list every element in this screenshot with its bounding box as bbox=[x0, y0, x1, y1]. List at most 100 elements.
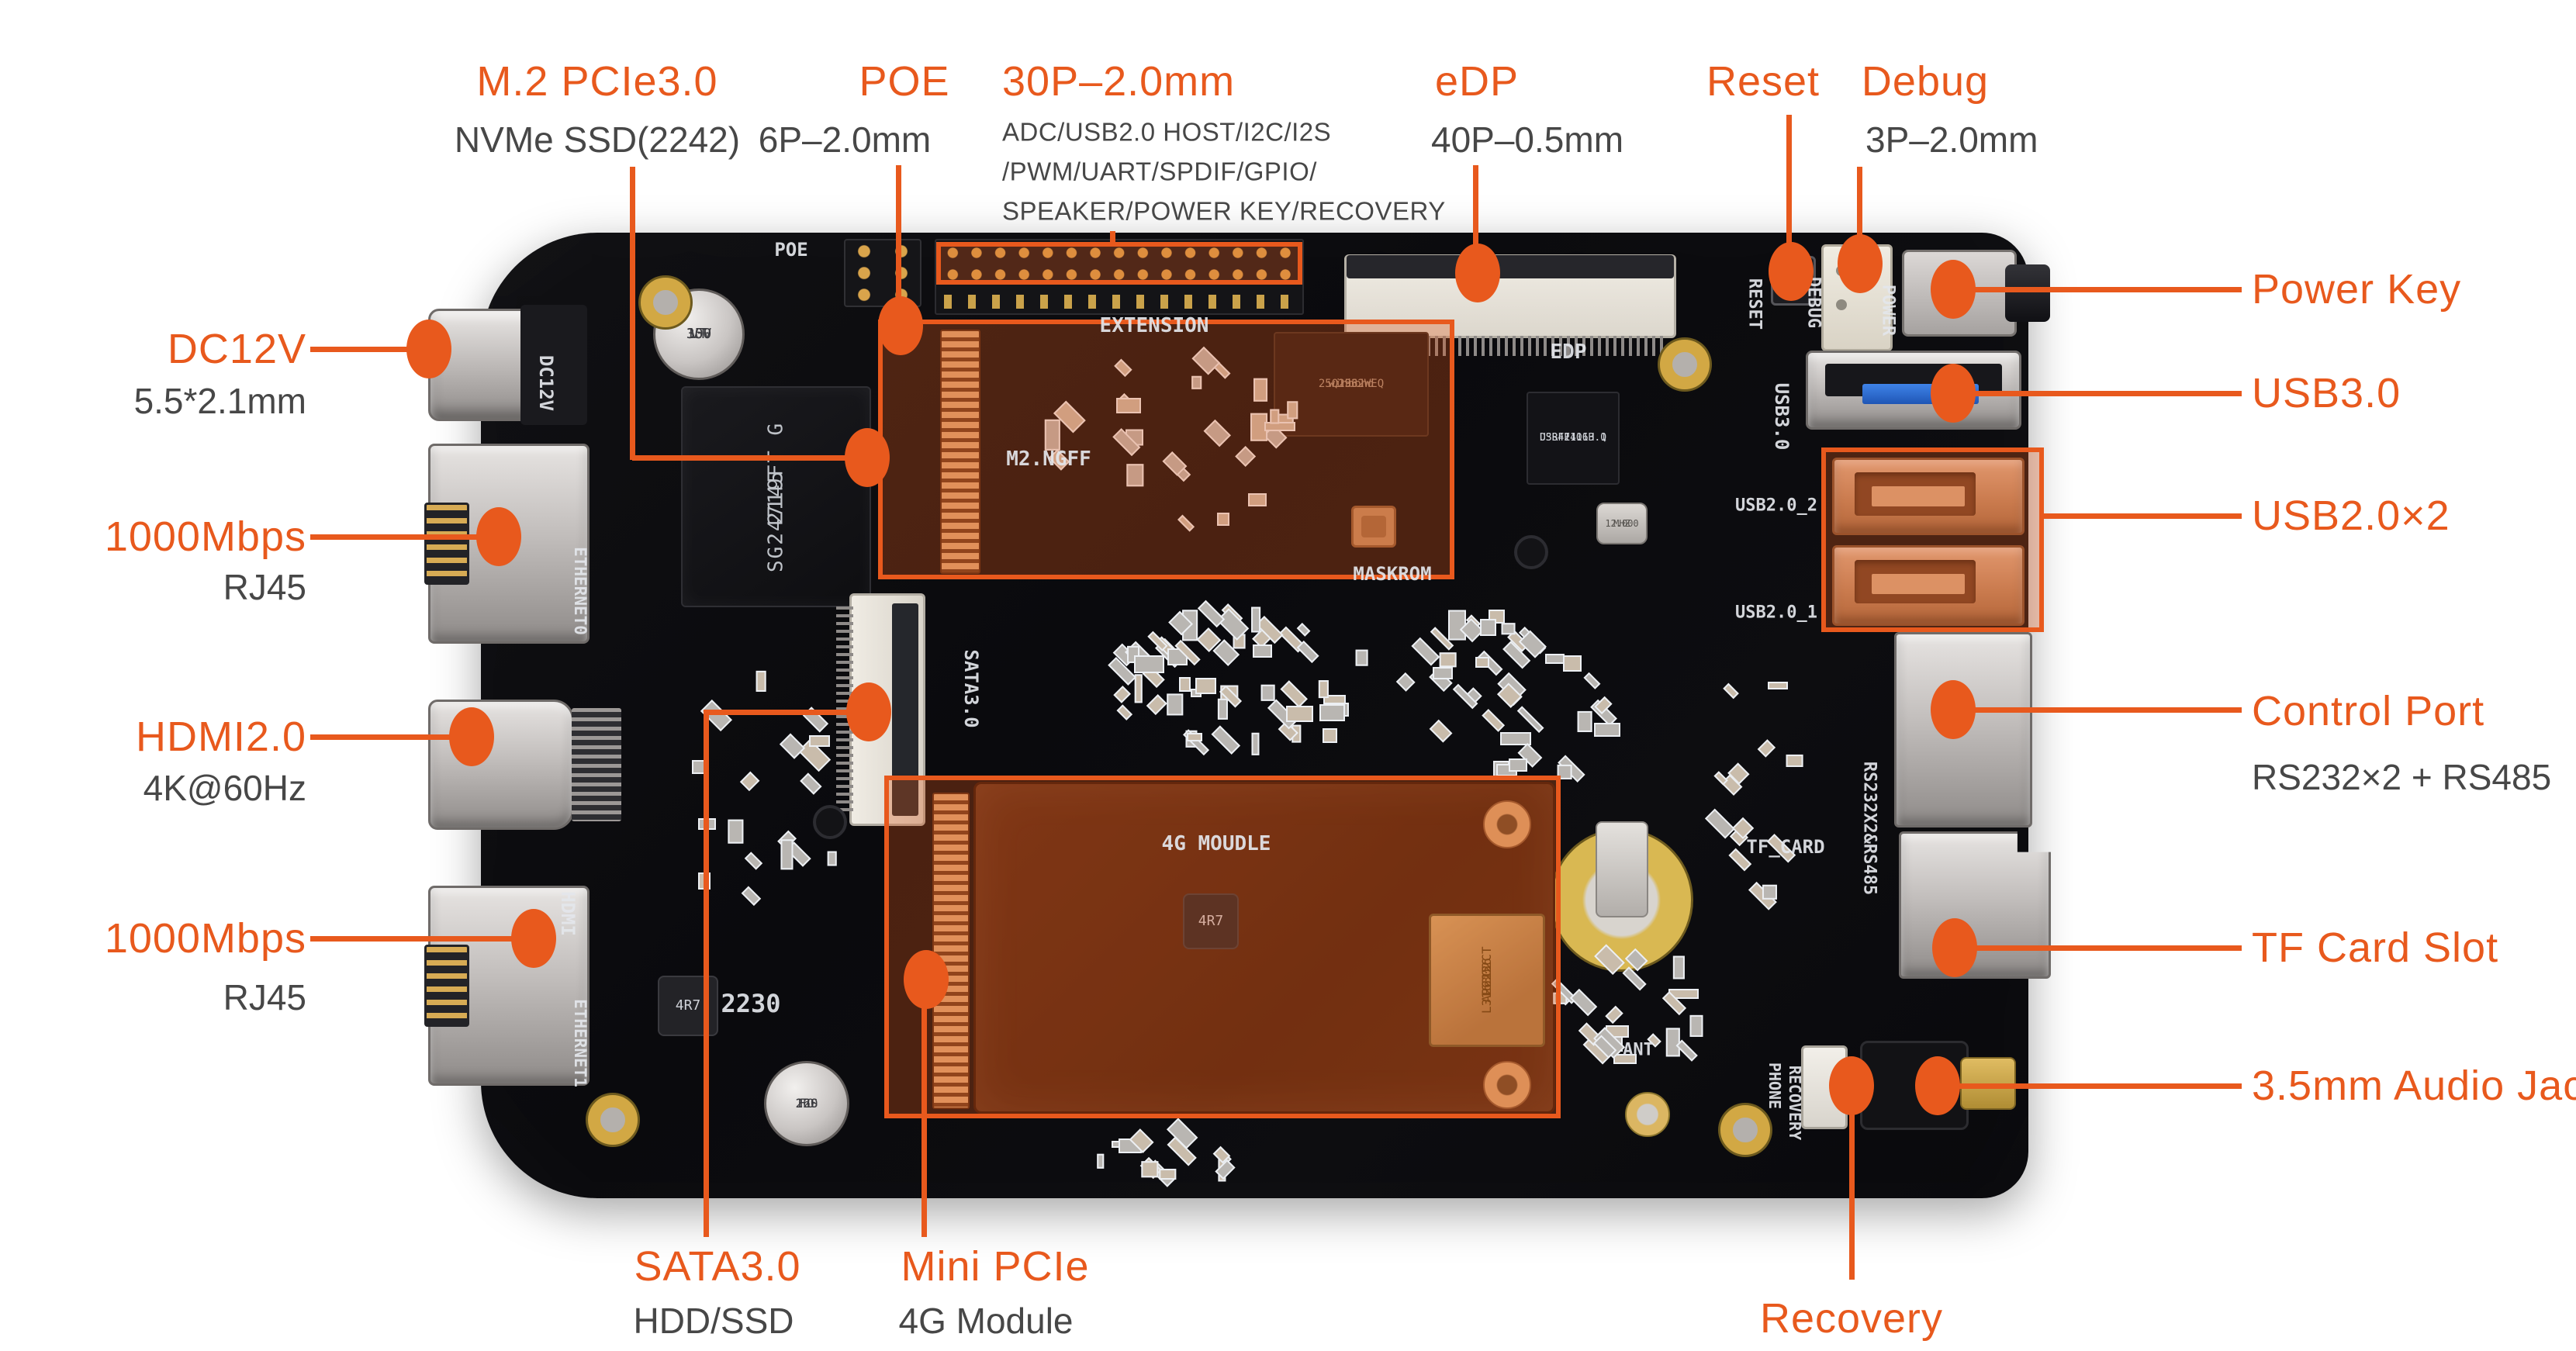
callout-line-usb2-h bbox=[2044, 513, 2242, 519]
mount-hole-bottom-left bbox=[588, 1095, 638, 1145]
smd-component bbox=[1594, 723, 1620, 738]
label-dc12v-title: DC12V bbox=[167, 326, 306, 372]
callout-dot-eth1 bbox=[511, 909, 556, 968]
silkscreen-phone: PHONE bbox=[1765, 1062, 1784, 1110]
silkscreen-usb2-0-2: USB2.0_2 bbox=[1735, 496, 1817, 516]
smd-component bbox=[809, 735, 831, 747]
silkscreen-sata3-0: SATA3.0 bbox=[960, 649, 982, 728]
smd-component bbox=[1613, 1053, 1637, 1065]
label-mini-pcie-sub-0: 4G Module bbox=[898, 1301, 1074, 1341]
callout-line-control-h bbox=[1970, 707, 2242, 713]
label-eth1-title: 1000Mbps bbox=[104, 915, 306, 962]
smd-component bbox=[756, 671, 766, 692]
smd-component bbox=[1142, 1161, 1159, 1178]
smd-component bbox=[1096, 1154, 1104, 1170]
callout-dot-recovery bbox=[1829, 1056, 1874, 1115]
label-audio-jack-title: 3.5mm Audio Jack bbox=[2252, 1062, 2576, 1109]
usb2-port-lower bbox=[1832, 545, 2024, 626]
smd-component bbox=[1689, 1015, 1703, 1037]
silkscreen-rs232x2-rs485: RS232X2&RS485 bbox=[1859, 761, 1879, 896]
smd-component bbox=[1509, 758, 1528, 772]
smd-component bbox=[1134, 674, 1143, 704]
usb2-port-upper bbox=[1832, 458, 2024, 535]
usb3-port bbox=[1806, 351, 2021, 430]
smd-component bbox=[1178, 677, 1191, 693]
silkscreen-hdmi: HDMI bbox=[557, 891, 579, 936]
smd-component bbox=[1318, 679, 1329, 698]
silkscreen-edp: EDP bbox=[1550, 340, 1587, 364]
smd-component bbox=[1134, 655, 1165, 673]
callout-line-edp-v bbox=[1472, 165, 1478, 264]
silkscreen-m2-ngff: M2.NGFF bbox=[1006, 447, 1091, 471]
silkscreen-ethernet0: ETHERNET0 bbox=[571, 547, 590, 635]
label-reset-title: Reset bbox=[1706, 58, 1820, 105]
callout-dot-eth0 bbox=[476, 507, 521, 566]
callout-line-minipcie-v bbox=[921, 993, 927, 1237]
callout-dot-debug bbox=[1838, 234, 1883, 293]
callout-dot-edp bbox=[1455, 244, 1500, 302]
smd-component bbox=[1260, 684, 1275, 701]
callout-dot-m2 bbox=[845, 428, 890, 487]
label-eth0-sub-0: RJ45 bbox=[223, 567, 306, 607]
label-poe-title: POE bbox=[859, 58, 950, 105]
callout-line-m2-v bbox=[629, 167, 635, 460]
callout-line-power-h bbox=[1970, 286, 2242, 292]
smd-component bbox=[1264, 421, 1295, 432]
label-sata-title: SATA3.0 bbox=[634, 1243, 801, 1290]
callout-dot-dc12v bbox=[406, 320, 451, 378]
label-control-port-sub-0: RS232×2 + RS485 bbox=[2252, 757, 2552, 797]
smd-component bbox=[1501, 623, 1516, 635]
callout-line-hdmi-h bbox=[310, 734, 458, 740]
smd-component bbox=[1187, 732, 1203, 741]
smd-component bbox=[1762, 884, 1777, 900]
coin-battery bbox=[1550, 828, 1693, 972]
edp-connector bbox=[1344, 254, 1676, 356]
callout-line-m2-h bbox=[632, 454, 849, 461]
callout-dot-control bbox=[1931, 680, 1976, 739]
hl-30p bbox=[936, 242, 1302, 285]
smd-component bbox=[1218, 698, 1229, 720]
callout-line-tf-h bbox=[1974, 945, 2242, 951]
callout-dot-audio bbox=[1915, 1056, 1960, 1115]
smd-component bbox=[1767, 681, 1788, 689]
silkscreen-usb2-0-1: USB2.0_1 bbox=[1735, 603, 1817, 623]
inductor-4r7-left: 4R7 bbox=[658, 976, 718, 1036]
silkscreen-recovery: RECOVERY bbox=[1786, 1065, 1804, 1141]
label-usb2x2-title: USB2.0×2 bbox=[2252, 492, 2450, 539]
mount-hole-bottom-right bbox=[1720, 1105, 1770, 1155]
callout-line-recovery-v bbox=[1848, 1097, 1855, 1280]
label-m2-pcie3-sub-0: NVMe SSD(2242) bbox=[454, 119, 741, 160]
label-sata-sub-0: HDD/SSD bbox=[633, 1301, 794, 1341]
label-hdmi-title: HDMI2.0 bbox=[135, 714, 306, 760]
callout-line-sata-v bbox=[703, 710, 709, 1237]
smd-component bbox=[1323, 727, 1338, 743]
smd-component bbox=[827, 851, 838, 866]
label-debug-sub-0: 3P–2.0mm bbox=[1865, 119, 2038, 160]
label-control-port-title: Control Port bbox=[2252, 688, 2485, 734]
smd-component bbox=[1195, 677, 1217, 695]
callout-dot-reset bbox=[1769, 242, 1814, 301]
inductor-4r7-module-marking: 4R7 bbox=[1198, 912, 1224, 929]
silkscreen-dc12v: DC12V bbox=[535, 354, 557, 412]
callout-line-eth0-h bbox=[310, 534, 485, 540]
smd-component bbox=[1672, 955, 1686, 980]
smd-component bbox=[1544, 654, 1565, 664]
silkscreen-maskrom: MASKROM bbox=[1353, 563, 1432, 585]
label-ext-30p-sub-0: ADC/USB2.0 HOST/I2C/I2S bbox=[1002, 117, 1332, 147]
via-hole-1 bbox=[813, 805, 847, 839]
smd-component bbox=[1439, 651, 1457, 668]
callout-line-dc12v-h bbox=[310, 346, 415, 352]
smd-component bbox=[1158, 1169, 1177, 1180]
minipcie-edge-fingers bbox=[932, 793, 970, 1109]
label-power-key-title: Power Key bbox=[2252, 266, 2462, 313]
inductor-4r7-left-marking: 4R7 bbox=[675, 997, 701, 1014]
hl-usb2 bbox=[1821, 447, 2044, 632]
